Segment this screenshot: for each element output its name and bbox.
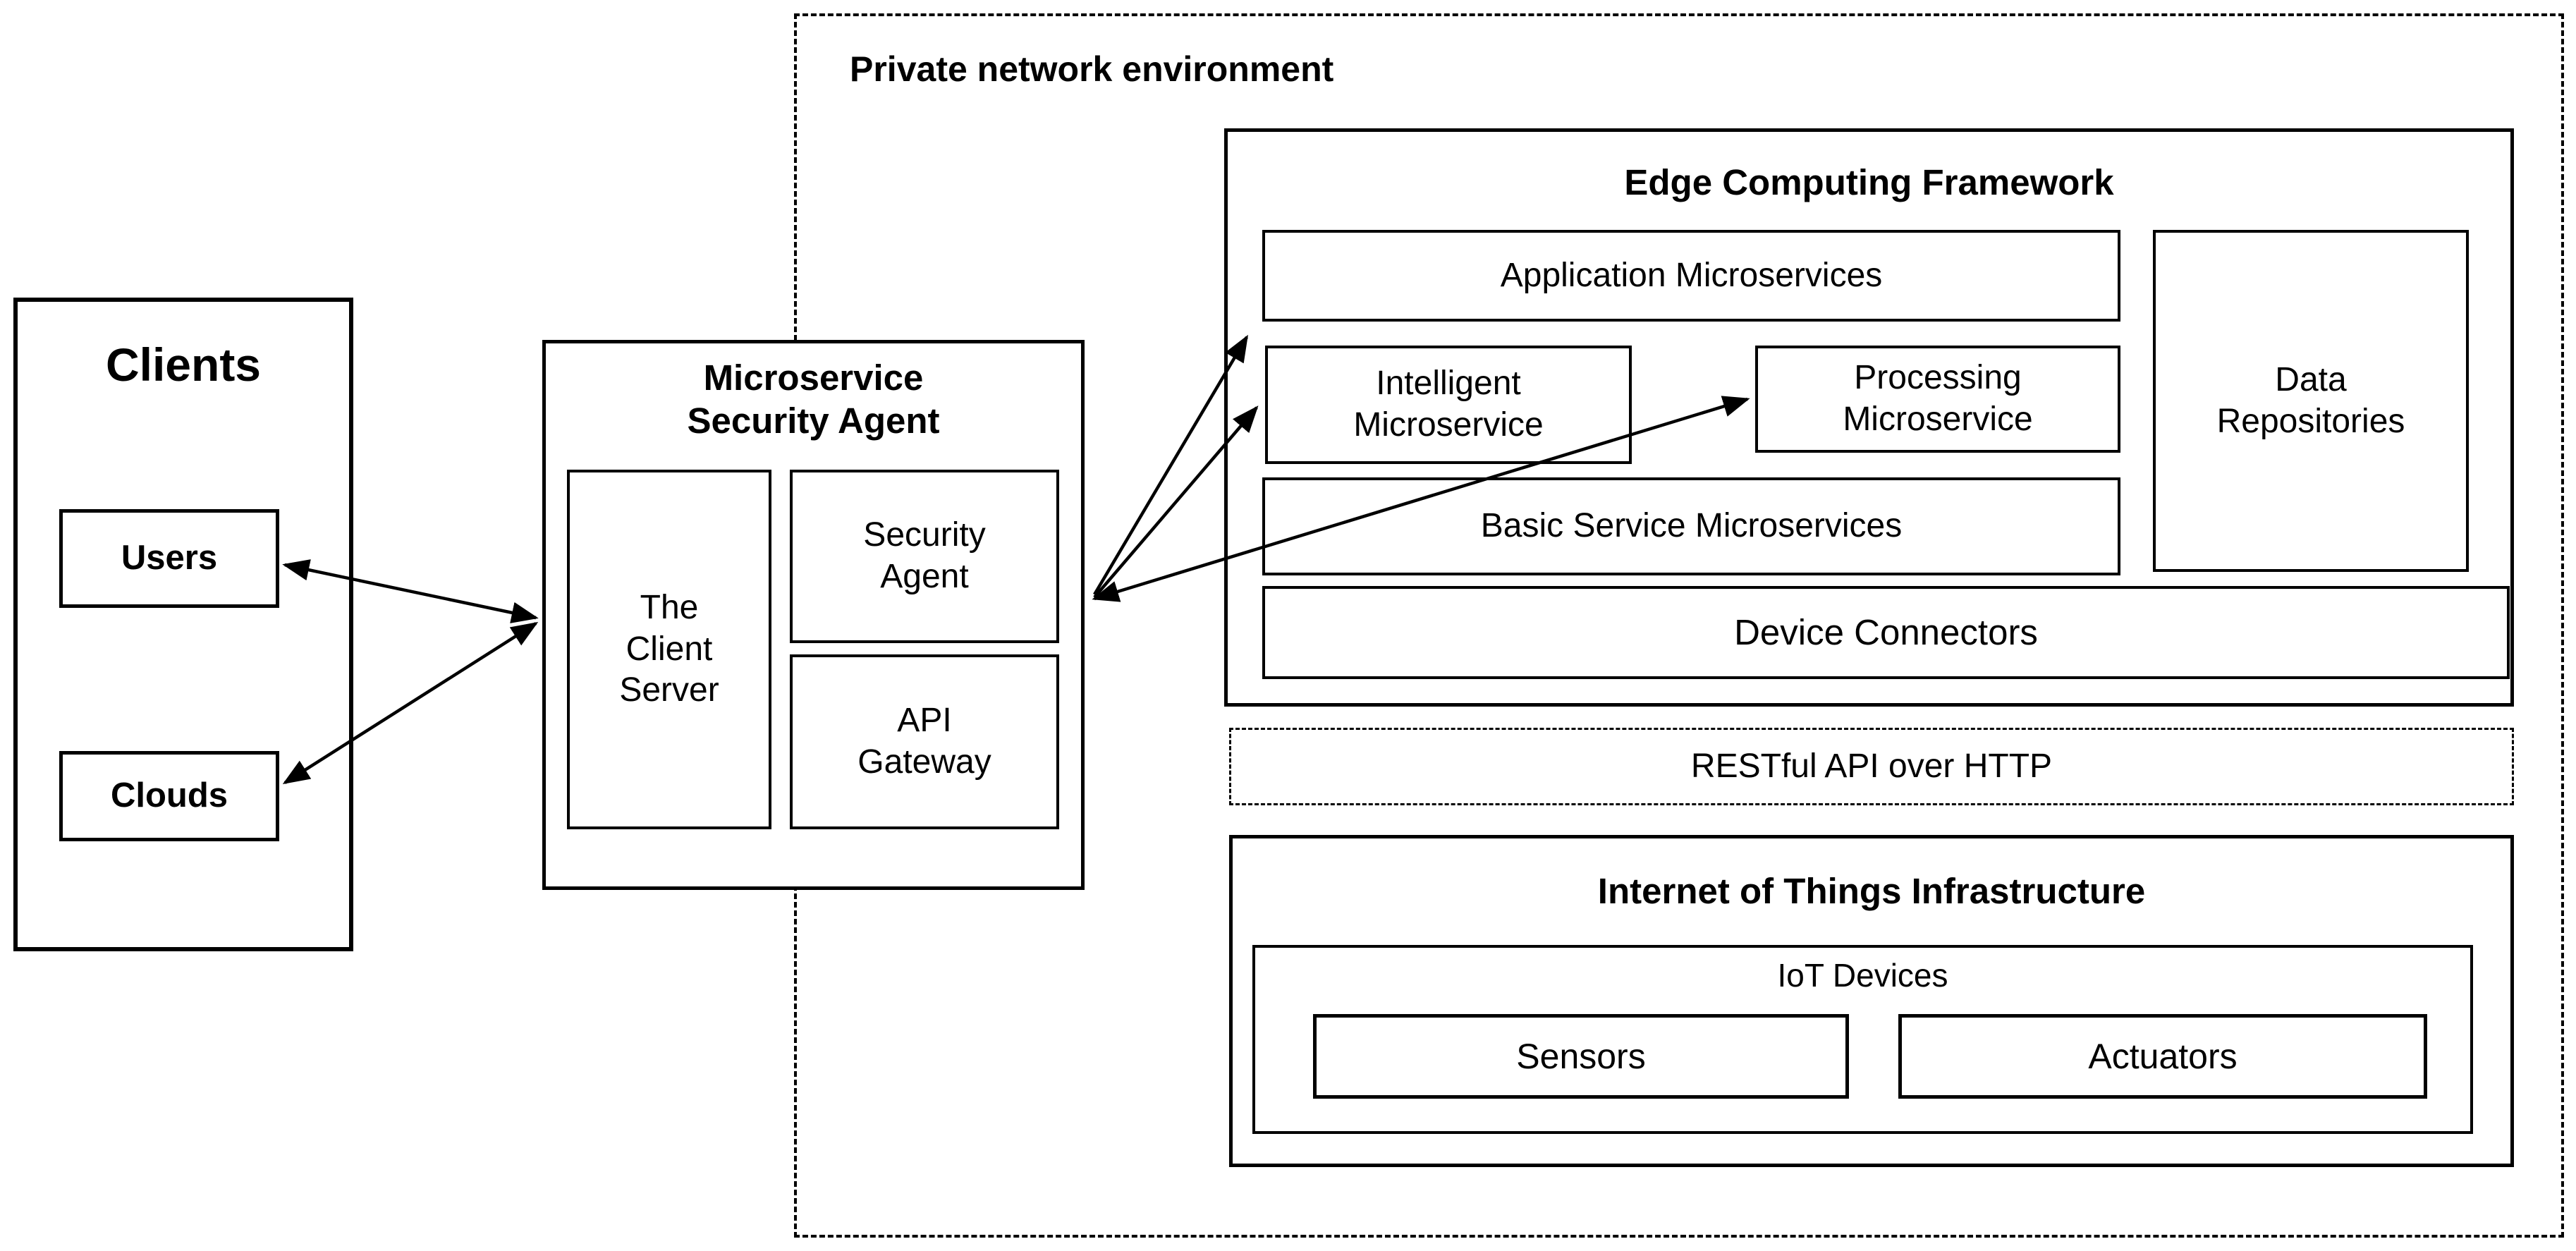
iot-infrastructure-title: Internet of Things Infrastructure bbox=[1597, 871, 2146, 911]
private-network-label: Private network environment bbox=[850, 49, 1334, 89]
clients-box bbox=[13, 298, 353, 951]
users-box: Users bbox=[59, 509, 279, 608]
clouds-box: Clouds bbox=[59, 751, 279, 841]
actuators-box: Actuators bbox=[1898, 1014, 2427, 1099]
device-connectors-box: Device Connectors bbox=[1262, 586, 2510, 679]
api-gateway-box: API Gateway bbox=[790, 654, 1059, 829]
edge-computing-framework-title: Edge Computing Framework bbox=[1624, 162, 2114, 202]
application-microservices-box: Application Microservices bbox=[1262, 230, 2120, 322]
processing-microservice-box: Processing Microservice bbox=[1755, 346, 2120, 453]
data-repositories-box: Data Repositories bbox=[2153, 230, 2469, 572]
iot-devices-label: IoT Devices bbox=[1777, 957, 1948, 994]
clients-title: Clients bbox=[105, 338, 262, 391]
basic-service-microservices-box: Basic Service Microservices bbox=[1262, 477, 2120, 575]
sensors-box: Sensors bbox=[1313, 1014, 1849, 1099]
intelligent-microservice-box: Intelligent Microservice bbox=[1265, 346, 1632, 464]
client-server-box: The Client Server bbox=[567, 470, 771, 829]
security-agent-inner-box: Security Agent bbox=[790, 470, 1059, 643]
restful-api-box: RESTful API over HTTP bbox=[1229, 728, 2514, 805]
microservice-security-agent-title: Microservice Security Agent bbox=[687, 358, 940, 441]
